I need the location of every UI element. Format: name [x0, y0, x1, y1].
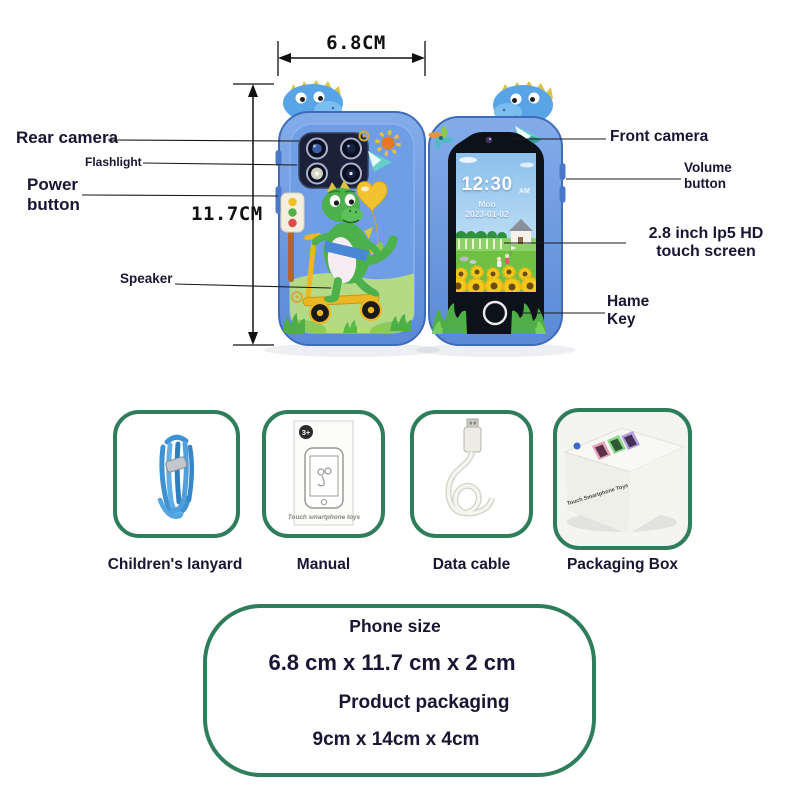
lanyard-label: Children's lanyard — [107, 556, 243, 573]
screen-clock-date: 2023-01-02 — [465, 209, 509, 219]
phone-shadow — [416, 343, 576, 357]
rear-camera-module — [298, 132, 369, 189]
manual-illustration: 3+ Touch smartphone toys — [288, 420, 361, 526]
power-button-label: Power button — [27, 175, 80, 214]
screen-clock-day: Mon — [478, 199, 496, 209]
volume-button-label: Volume button — [684, 160, 732, 192]
packaging-size-title: Product packaging — [338, 692, 510, 713]
flashlight-label: Flashlight — [85, 155, 142, 169]
phone-size-value: 6.8 cm x 11.7 cm x 2 cm — [268, 650, 516, 675]
phone-back-illustration — [275, 80, 426, 346]
screen-clock-meridiem: AM — [519, 188, 530, 195]
screen-wallpaper — [456, 157, 536, 292]
height-dimension-label: 11.7CM — [191, 203, 263, 225]
size-info-panel — [203, 604, 596, 777]
packaging-box-label: Packaging Box — [566, 556, 679, 573]
packaging-size-value: 9cm x 14cm x 4cm — [312, 729, 480, 750]
home-key-label: Hame Key — [607, 293, 650, 328]
manual-age-badge: 3+ — [302, 428, 311, 437]
width-dimension-label: 6.8CM — [326, 32, 386, 54]
speaker-label: Speaker — [120, 271, 173, 286]
dragonfly-decoration — [428, 126, 454, 149]
packaging-box-illustration: Touch Smartphone Toys — [563, 427, 686, 534]
screen-clock-time: 12:30 — [461, 174, 513, 195]
front-camera-label: Front camera — [610, 128, 709, 145]
rear-camera-label: Rear camera — [16, 128, 119, 147]
width-dimension-arrow — [277, 41, 426, 76]
touch-screen-label: 2.8 inch lp5 HD touch screen — [648, 225, 764, 260]
phone-size-title: Phone size — [349, 616, 441, 636]
front-camera-dot — [485, 136, 493, 144]
height-dimension-arrow — [233, 83, 274, 346]
cable-illustration — [445, 418, 495, 517]
phone-shadow — [264, 343, 440, 357]
callout-lines — [81, 138, 681, 314]
lanyard-illustration — [157, 434, 194, 519]
phone-front-illustration — [428, 81, 566, 346]
manual-label: Manual — [296, 556, 351, 573]
sunflowers — [456, 265, 536, 292]
cable-label: Data cable — [432, 556, 511, 573]
home-button — [482, 300, 508, 326]
manual-caption: Touch smartphone toys — [288, 514, 361, 521]
